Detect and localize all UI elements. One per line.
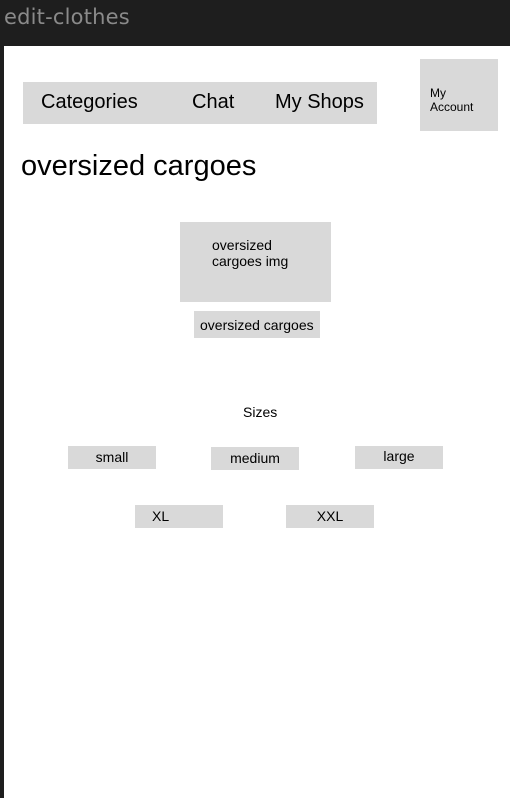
frame-title: edit-clothes (4, 5, 130, 29)
size-medium-button[interactable]: medium (211, 447, 299, 470)
size-small-button[interactable]: small (68, 446, 156, 469)
screen-canvas: Categories Chat My Shops My Account over… (4, 46, 510, 798)
size-xl-button[interactable]: XL (135, 505, 223, 528)
page-title: oversized cargoes (21, 150, 257, 182)
size-xxl-button[interactable]: XXL (286, 505, 374, 528)
product-name-text: oversized cargoes (200, 317, 314, 333)
my-account-label: My Account (430, 86, 474, 114)
product-name-field[interactable]: oversized cargoes (194, 311, 320, 338)
size-xl-label: XL (152, 508, 170, 524)
nav-categories-link[interactable]: Categories (41, 91, 138, 113)
nav-chat-link[interactable]: Chat (192, 91, 235, 113)
size-large-button[interactable]: large (355, 446, 443, 469)
sizes-heading: Sizes (243, 404, 278, 420)
product-image-placeholder[interactable]: oversized cargoes img (180, 222, 331, 302)
my-account-button[interactable]: My Account (420, 59, 498, 131)
product-image-label: oversized cargoes img (212, 237, 289, 269)
top-nav-bar: Categories Chat My Shops (23, 82, 377, 124)
nav-my-shops-link[interactable]: My Shops (275, 91, 364, 113)
